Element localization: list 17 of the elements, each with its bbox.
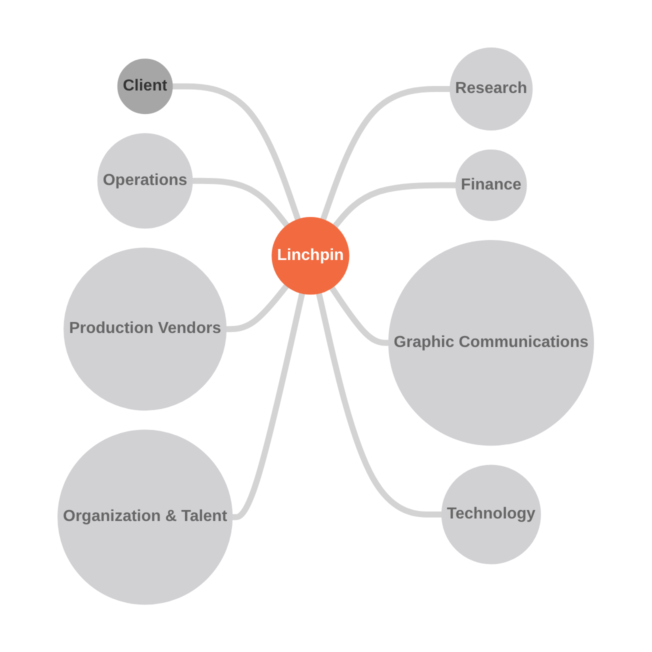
connector [332, 182, 456, 228]
connector [192, 178, 290, 228]
node-circle: Client [118, 58, 174, 114]
connector [172, 83, 302, 220]
node-circle: Finance [456, 149, 528, 221]
node-circle: Organization & Talent [58, 429, 233, 605]
connector [232, 292, 306, 520]
connector [330, 286, 390, 346]
node-circle: Research [450, 47, 533, 130]
node-circle: Graphic Communications [388, 240, 594, 446]
node-circle: Operations [98, 132, 194, 228]
connector [316, 292, 442, 518]
node-circle: Linchpin [272, 216, 350, 295]
node-circle: Technology [442, 464, 542, 564]
node-circle: Production Vendors [64, 247, 227, 410]
connector [226, 284, 290, 332]
connector [320, 86, 450, 221]
